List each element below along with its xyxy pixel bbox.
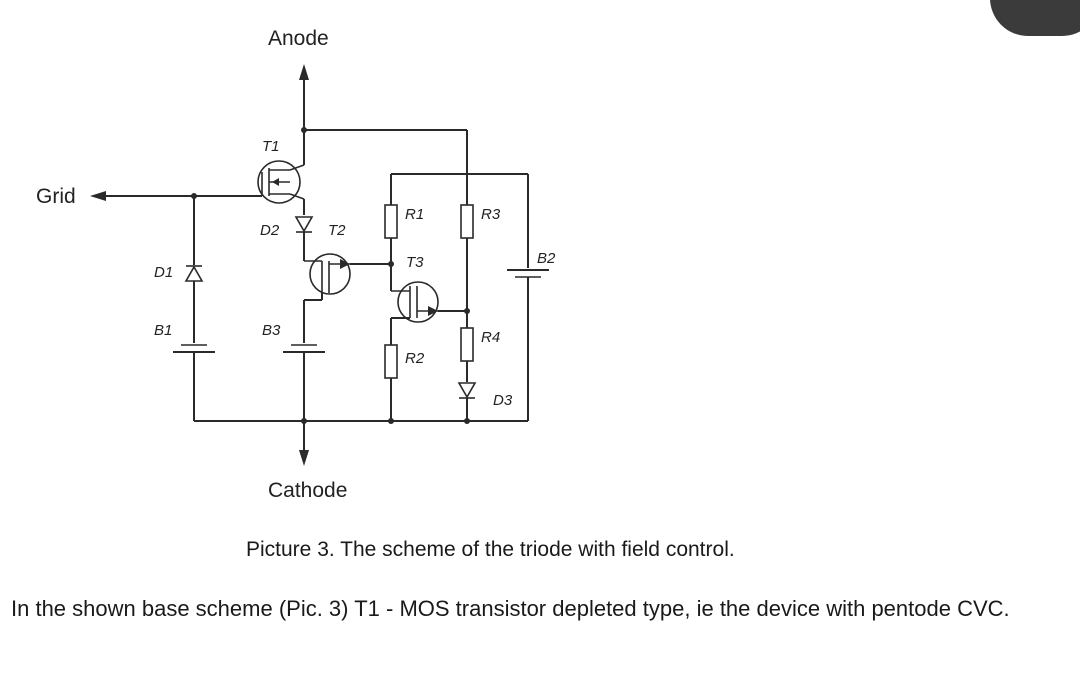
t3-transistor-symbol (391, 281, 439, 323)
t2-label: T2 (328, 222, 346, 239)
figure-caption: Picture 3. The scheme of the triode with… (246, 538, 735, 561)
body-paragraph: In the shown base scheme (Pic. 3) T1 - M… (11, 596, 1010, 621)
t3-label: T3 (406, 254, 424, 271)
t1-mosfet-symbol (257, 160, 305, 204)
cathode-label: Cathode (268, 479, 347, 502)
b1-battery-symbol (173, 344, 215, 353)
r2-label: R2 (405, 350, 425, 367)
b3-label: B3 (262, 322, 281, 339)
triode-schematic: Anode Grid Cathode T1 T2 T3 D1 D2 D3 B1 … (36, 27, 556, 502)
d3-label: D3 (493, 392, 513, 409)
b2-label: B2 (537, 250, 556, 267)
d2-diode-symbol (294, 216, 314, 233)
r3-label: R3 (481, 206, 501, 223)
anode-label: Anode (268, 27, 329, 50)
cathode-arrow (299, 450, 309, 466)
d1-label: D1 (154, 264, 173, 281)
d1-diode-symbol (184, 265, 204, 282)
grid-arrow (90, 191, 106, 201)
r4-resistor-symbol (460, 327, 474, 362)
d3-diode-symbol (457, 382, 477, 399)
b2-battery-symbol (507, 269, 549, 278)
t2-transistor-symbol (304, 253, 351, 295)
t1-label: T1 (262, 138, 280, 155)
r1-resistor-symbol (384, 204, 398, 239)
d2-label: D2 (260, 222, 280, 239)
r3-resistor-symbol (460, 204, 474, 239)
b3-battery-symbol (283, 344, 325, 353)
grid-label: Grid (36, 185, 76, 208)
r2-resistor-symbol (384, 344, 398, 379)
r4-label: R4 (481, 329, 500, 346)
b1-label: B1 (154, 322, 172, 339)
r1-label: R1 (405, 206, 424, 223)
anode-arrow (299, 64, 309, 80)
